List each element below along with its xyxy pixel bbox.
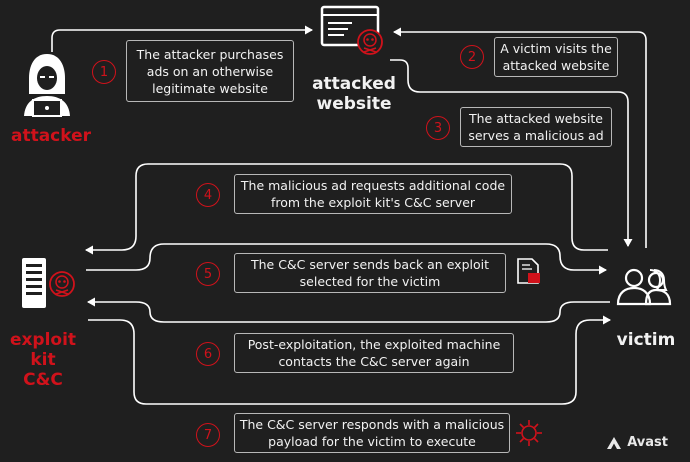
step-7-line2: payload for the victim to execute — [268, 434, 476, 449]
actor-victim-label: victim — [616, 330, 676, 350]
step-6-box: Post-exploitation, the exploited machine… — [234, 333, 514, 373]
browser-window-icon — [320, 5, 383, 55]
step-1-line1: The attacker purchases — [136, 46, 284, 62]
arrow-step-5 — [86, 243, 607, 275]
step-5-line2: selected for the victim — [299, 274, 441, 289]
step-3-line2: serves a malicious ad — [468, 128, 604, 143]
step-5-line1: The C&C server sends back an exploit — [250, 257, 490, 272]
step-4-line1: The malicious ad requests additional cod… — [240, 178, 506, 193]
step-2-line1: A victim visits the — [500, 41, 612, 56]
step-7-box: The C&C server responds with a malicious… — [234, 413, 510, 453]
step-1-line3: legitimate website — [152, 80, 268, 96]
step-1-line2: ads on an otherwise — [146, 63, 274, 79]
step-6-line1: Post-exploitation, the exploited machine — [247, 337, 501, 352]
step-7-line1: The C&C server responds with a malicious — [239, 417, 505, 432]
avast-logo-icon — [607, 436, 622, 449]
brand-logo: Avast — [606, 435, 668, 450]
arrow-step-1 — [51, 25, 313, 52]
step-6-line2: contacts the C&C server again — [278, 354, 470, 369]
arrow-step-4 — [85, 163, 608, 255]
step-3-box: The attacked website serves a malicious … — [460, 107, 612, 147]
step-1-box: The attacker purchases ads on an otherwi… — [126, 40, 294, 102]
step-5-box: The C&C server sends back an exploit sel… — [234, 253, 506, 293]
arrow-step-6 — [87, 297, 610, 323]
arrow-step-2 — [393, 27, 647, 248]
step-1-number: 1 — [92, 60, 116, 84]
skull-icon — [49, 271, 75, 297]
arrow-step-7 — [88, 315, 611, 405]
step-2-number: 2 — [460, 45, 484, 69]
step-6-number: 6 — [196, 342, 220, 366]
step-3-number: 3 — [426, 116, 450, 140]
step-7-number: 7 — [196, 423, 220, 447]
hacker-icon — [24, 54, 70, 117]
actor-exploit-kit-line2: C&C — [23, 370, 63, 390]
actor-website-line2: website — [316, 94, 392, 114]
actor-attacker-label: attacker — [10, 126, 92, 146]
step-2-box: A victim visits the attacked website — [494, 37, 618, 77]
step-4-line2: from the exploit kit's C&C server — [270, 195, 476, 210]
step-4-number: 4 — [196, 183, 220, 207]
step-5-number: 5 — [196, 262, 220, 286]
actor-exploit-kit-line1: exploit kit — [9, 330, 77, 370]
users-icon — [616, 268, 672, 306]
exploit-file-icon — [517, 258, 540, 284]
server-icon — [22, 258, 75, 308]
virus-icon — [516, 420, 542, 446]
actor-website-label: attacked website — [304, 74, 404, 114]
step-3-line1: The attacked website — [468, 111, 604, 126]
brand-name: Avast — [627, 435, 668, 450]
actor-website-line1: attacked — [312, 74, 396, 94]
arrow-step-3 — [390, 59, 633, 247]
step-2-line2: attacked website — [502, 58, 610, 73]
actor-exploit-kit-label: exploit kit C&C — [0, 330, 86, 390]
skull-icon — [357, 29, 383, 55]
step-4-box: The malicious ad requests additional cod… — [234, 174, 512, 214]
